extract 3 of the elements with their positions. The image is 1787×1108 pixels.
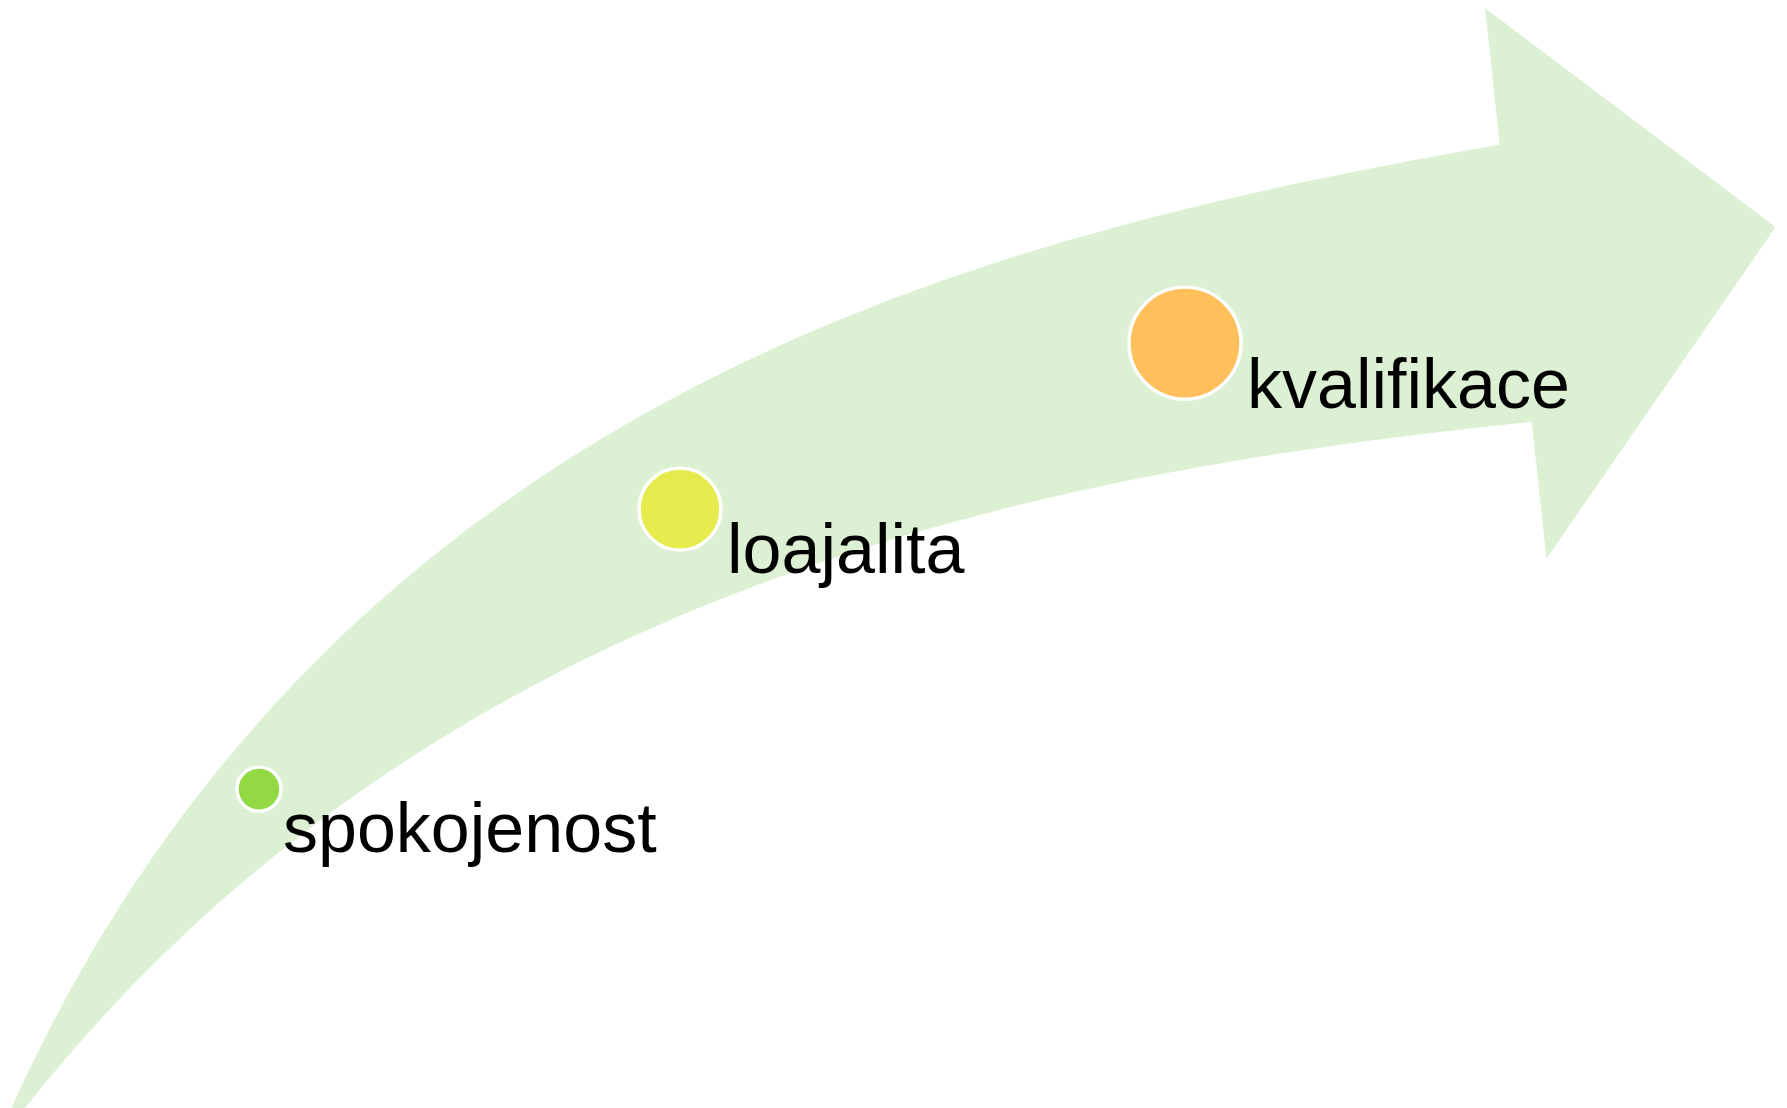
circle-marker [637,466,723,552]
step-label: kvalifikace [1247,349,1570,419]
circle-marker [1127,285,1243,401]
